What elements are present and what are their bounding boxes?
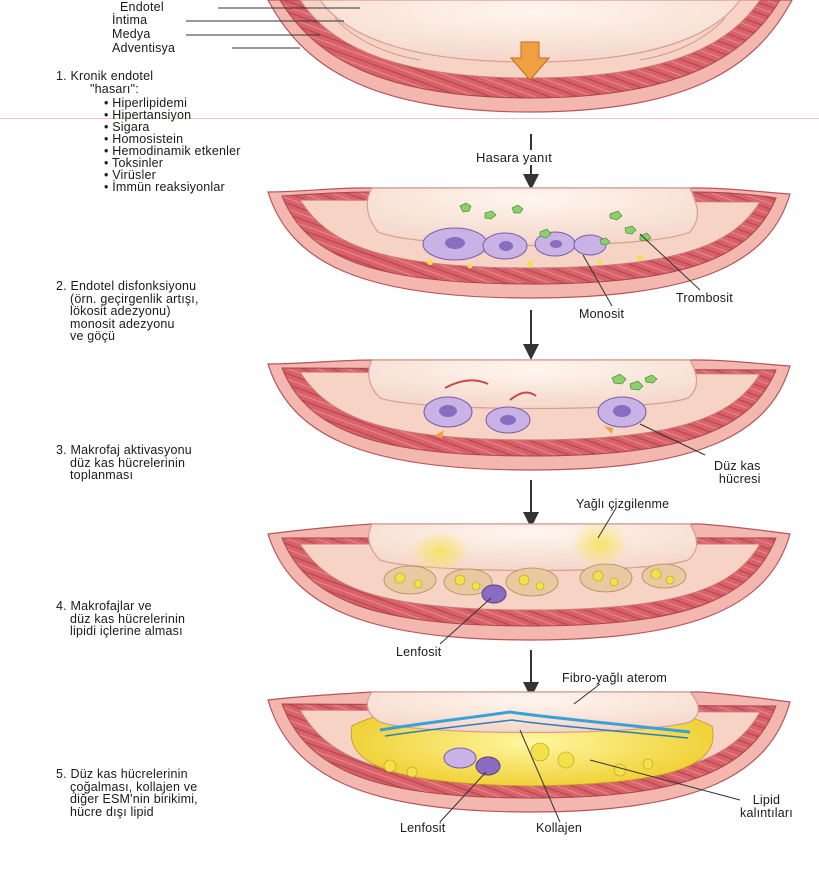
- step-1-line: "hasarı":: [56, 83, 153, 96]
- label-hasara-yanit: Hasara yanıt: [476, 151, 552, 164]
- step-2-line: ve göçü: [56, 330, 199, 343]
- step-5-line: diğer ESM'nin birikimi,: [56, 793, 198, 806]
- label-lipid-line: kalıntıları: [740, 807, 793, 820]
- label-lenfosit-5: Lenfosit: [400, 822, 445, 835]
- label-duz-kas-hucresi: Düz kas hücresi: [714, 460, 761, 485]
- step-4-line: 4. Makrofajlar ve: [56, 600, 185, 613]
- label-intima: İntima: [112, 14, 147, 27]
- label-trombosit: Trombosit: [676, 292, 733, 305]
- label-lipid-kalintilari: Lipid kalıntıları: [740, 794, 793, 819]
- step-5-text: 5. Düz kas hücrelerinin çoğalması, kolla…: [56, 768, 198, 818]
- step-5-line: 5. Düz kas hücrelerinin: [56, 768, 198, 781]
- risk-factor-list: Hiperlipidemi Hipertansiyon Sigara Homos…: [104, 97, 241, 193]
- label-fibro-yagli-aterom: Fibro-yağlı aterom: [562, 672, 667, 685]
- step-3-line: 3. Makrofaj aktivasyonu: [56, 444, 192, 457]
- label-monosit: Monosit: [579, 308, 624, 321]
- label-lipid-line: Lipid: [740, 794, 793, 807]
- step-3-line: toplanması: [56, 469, 192, 482]
- step-2-text: 2. Endotel disfonksiyonu (örn. geçirgenl…: [56, 280, 199, 343]
- step-2-line: lökosit adezyonu): [56, 305, 199, 318]
- label-lenfosit-4: Lenfosit: [396, 646, 441, 659]
- step-5-line: hücre dışı lipid: [56, 806, 198, 819]
- label-adventisya: Adventisya: [112, 42, 175, 55]
- step-4-line: lipidi içlerine alması: [56, 625, 185, 638]
- panel-2-artery: [268, 188, 790, 306]
- step-3-text: 3. Makrofaj aktivasyonu düz kas hücreler…: [56, 444, 192, 482]
- step-1-title: 1. Kronik endotel "hasarı":: [56, 70, 153, 95]
- panel-3-artery: [268, 360, 790, 470]
- label-kollajen: Kollajen: [536, 822, 582, 835]
- step-4-text: 4. Makrofajlar ve düz kas hücrelerinin l…: [56, 600, 185, 638]
- risk-factor: İmmün reaksiyonlar: [104, 181, 241, 193]
- label-medya: Medya: [112, 28, 151, 41]
- panel-5-artery: [268, 684, 790, 822]
- step-2-line: 2. Endotel disfonksiyonu: [56, 280, 199, 293]
- step-1-line: 1. Kronik endotel: [56, 70, 153, 83]
- panel-1-artery: [268, 0, 792, 112]
- label-duz-kas-line: hücresi: [714, 473, 761, 486]
- label-yagli-cizgilenme: Yağlı çizgilenme: [576, 498, 669, 511]
- label-duz-kas-line: Düz kas: [714, 460, 761, 473]
- panel-4-artery: [268, 508, 790, 644]
